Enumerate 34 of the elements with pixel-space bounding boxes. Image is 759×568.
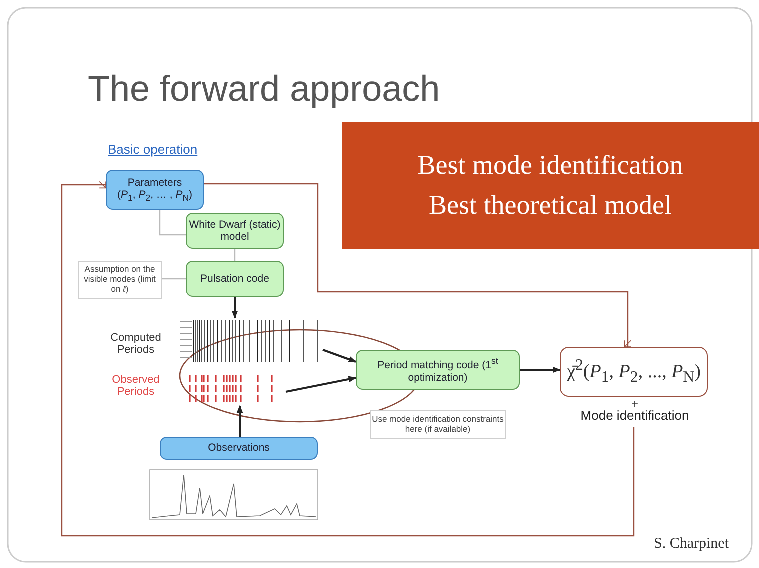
- model-box: [186, 213, 284, 249]
- note-text: Assumption on the visible modes (limit on ℓ): [83, 265, 157, 295]
- box-label: (P$_{1}$, P$_{2}$, … , P$_{N}$): [117, 188, 193, 204]
- parameters-box: [106, 170, 204, 210]
- arrow: [232, 297, 238, 319]
- input-box: [160, 437, 318, 460]
- highlight-box: [342, 122, 759, 249]
- box-label: Pulsation code: [200, 272, 270, 286]
- side-label: Computed Periods: [110, 332, 162, 356]
- box-label: White Dwarf (static) model: [188, 218, 282, 244]
- note-box: [78, 261, 162, 299]
- section-link: Basic operation: [108, 142, 198, 157]
- box-label: Period matching code (1$^{st}$ optimization): [376, 356, 500, 384]
- process-box: [186, 261, 284, 297]
- box-label: Parameters: [128, 176, 182, 189]
- author-credit: S. Charpinet: [654, 536, 729, 553]
- side-label: Observed Periods: [111, 374, 161, 398]
- side-label: Mode identification: [580, 408, 690, 423]
- connector-line: [159, 210, 186, 236]
- highlight-text: Best mode identification: [418, 149, 684, 182]
- plus-sign: +: [631, 398, 638, 410]
- slide-title: The forward approach: [88, 68, 440, 110]
- arrow: [236, 405, 244, 437]
- arrow: [286, 376, 357, 393]
- note-box: [370, 410, 506, 439]
- arrow: [322, 349, 357, 363]
- box-label: Observations: [208, 442, 270, 455]
- connector-line: [162, 278, 186, 280]
- connector-line: [234, 249, 236, 261]
- process-box: [356, 350, 520, 390]
- arrow: [520, 366, 561, 374]
- formula: χ̄$^{2}$(P$_{1}$, P$_{2}$, ..., P$_{N}$): [567, 356, 701, 388]
- note-text: Use mode identification constraints here (if available): [371, 414, 505, 434]
- highlight-text: Best theoretical model: [429, 188, 672, 222]
